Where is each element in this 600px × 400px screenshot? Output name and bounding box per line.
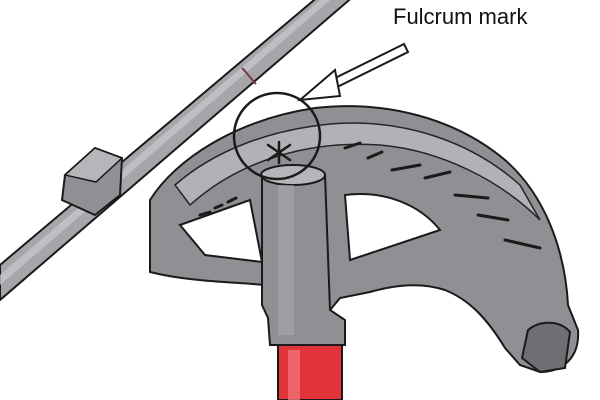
foot-pedal [60,146,124,217]
bender-hook [520,321,572,374]
degree-marks [198,141,542,250]
callout-arrow [296,42,410,102]
fulcrum-mark-label: Fulcrum mark [393,4,528,29]
bender-shoe [149,105,580,374]
fulcrum-star-mark [266,140,292,165]
pipe-fulcrum-line [241,67,257,85]
red-handle [277,344,343,400]
fulcrum-callout-circle [232,91,322,181]
shoe-window-right [343,193,442,262]
conduit-pipe [0,0,351,302]
